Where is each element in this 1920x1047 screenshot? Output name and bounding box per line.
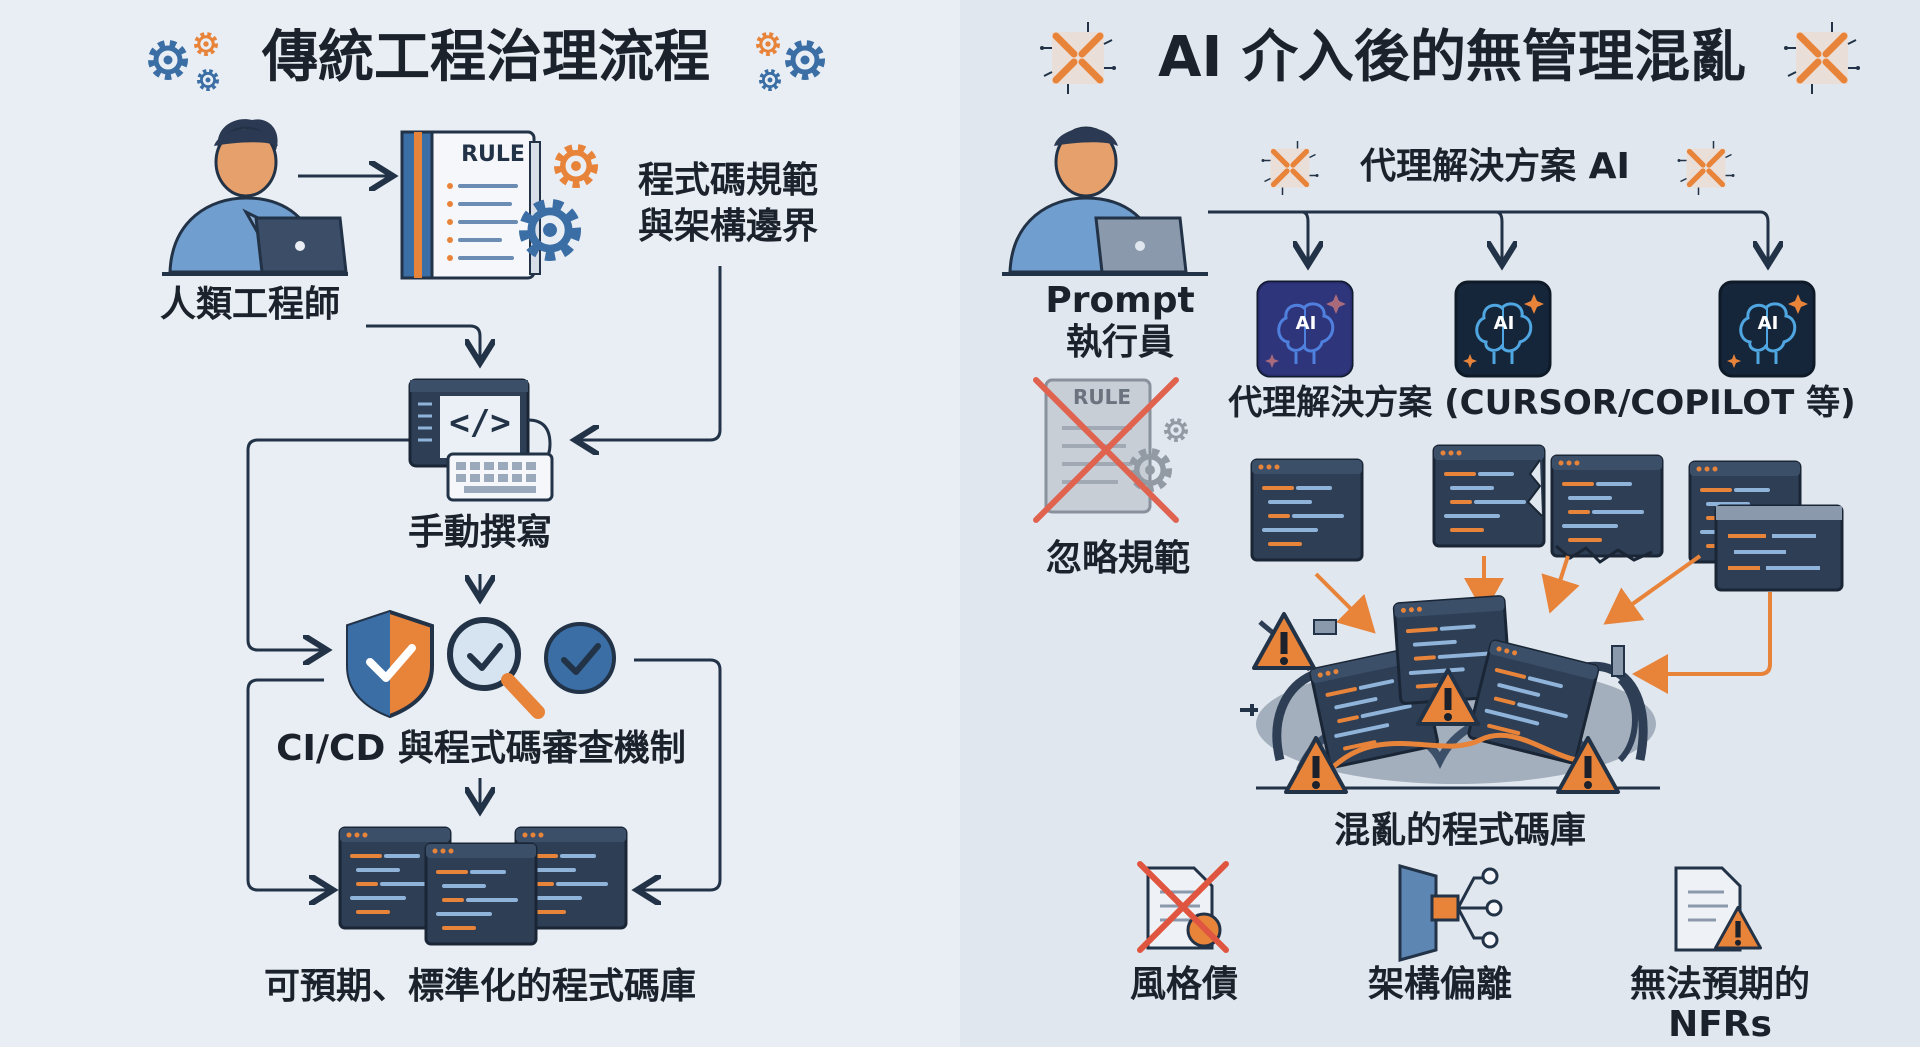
document-cross-icon (1137, 861, 1229, 953)
architecture-drift-icon (1398, 864, 1503, 962)
check-circle-icon (544, 622, 616, 694)
agents-label: 代理解決方案 (CURSOR/COPILOT 等) (1228, 383, 1856, 423)
code-editor-icon (408, 378, 552, 468)
ai-badge-1: AI (1295, 313, 1317, 334)
chaos-label: 混亂的程式碼庫 (1333, 810, 1586, 851)
prompt-label-line2: 執行員 (1065, 322, 1174, 363)
code-window-icon (1250, 444, 1844, 592)
code-window-icon (338, 826, 628, 946)
nfr-label-line1: 無法預期的 (1629, 964, 1810, 1005)
drift-label: 架構偏離 (1367, 964, 1512, 1005)
ai-badge-3: AI (1757, 313, 1779, 334)
person-laptop-icon (1002, 126, 1208, 276)
spec-label-line2: 與架構邊界 (637, 206, 818, 247)
code-glyph: </> (449, 403, 511, 443)
document-warning-icon (1674, 866, 1762, 952)
ai-badge-2: AI (1493, 313, 1515, 334)
gear-icon (789, 44, 821, 76)
engineer-label: 人類工程師 (159, 284, 340, 325)
shield-check-icon (346, 609, 434, 719)
manual-label: 手動撰寫 (407, 512, 552, 553)
keyboard-icon (446, 452, 554, 502)
ignore-label: 忽略規範 (1045, 538, 1190, 579)
ai-brain-icon (1256, 280, 1816, 378)
gear-icon (152, 44, 184, 76)
rule-book-icon (400, 130, 541, 280)
result-label: 可預期、標準化的程式碼庫 (263, 966, 696, 1007)
left-title: 傳統工程治理流程 (262, 25, 710, 90)
magnifier-check-icon (447, 617, 545, 719)
spec-label-line1: 程式碼規範 (637, 160, 818, 201)
prompt-label-line1: Prompt (1045, 280, 1195, 321)
agent-header: 代理解決方案 AI (1360, 146, 1630, 187)
rule-book-icon (1033, 377, 1186, 523)
person-laptop-icon (162, 119, 348, 276)
rule-badge: RULE (461, 142, 525, 167)
style-debt-label: 風格債 (1129, 964, 1238, 1005)
rule-badge-crossed: RULE (1072, 385, 1132, 409)
right-title: AI 介入後的無管理混亂 (1158, 25, 1746, 90)
cicd-label: CI/CD 與程式碼審查機制 (276, 728, 686, 769)
nfr-label-line2: NFRs (1668, 1004, 1772, 1045)
